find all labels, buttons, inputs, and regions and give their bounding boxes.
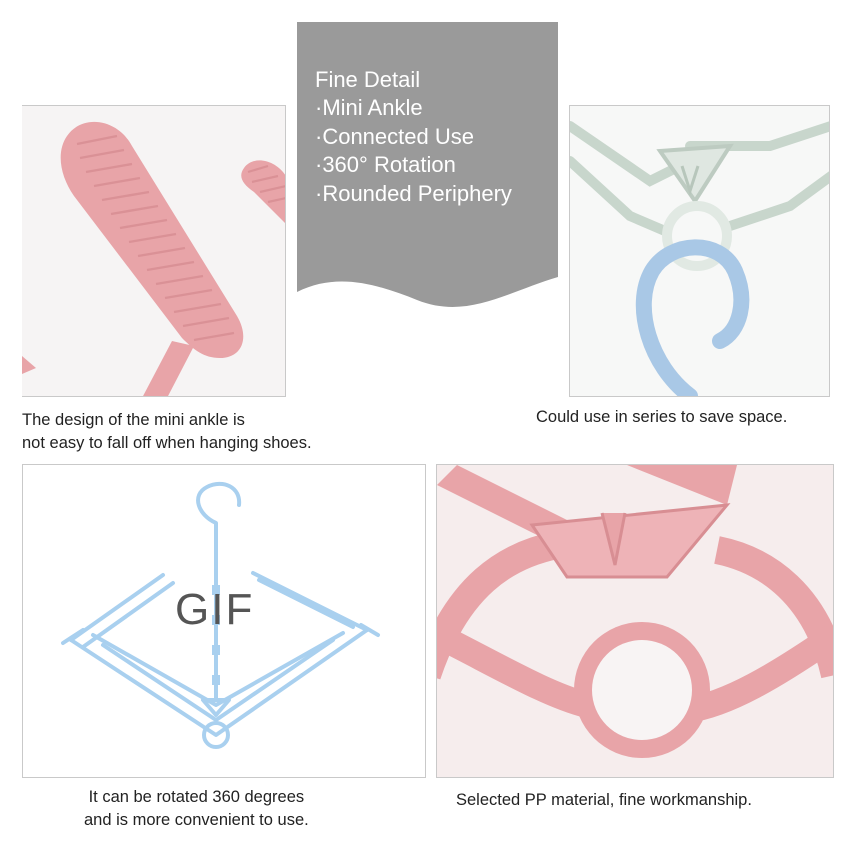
feature-item-mini-ankle: ·Mini Ankle bbox=[315, 95, 423, 120]
caption-rotation: It can be rotated 360 degrees and is mor… bbox=[84, 788, 309, 829]
rotation-animation: GIF bbox=[22, 464, 426, 778]
feature-list: ·Mini Ankle ·Connected Use ·360° Rotatio… bbox=[315, 94, 512, 208]
pp-material-photo bbox=[436, 464, 834, 778]
feature-title: Fine Detail bbox=[315, 67, 421, 92]
caption-mini-ankle: The design of the mini ankle is not easy… bbox=[22, 411, 312, 452]
mini-ankle-photo bbox=[22, 105, 286, 397]
caption-material: Selected PP material, fine workmanship. bbox=[456, 791, 752, 809]
feature-item-rotation: ·360° Rotation bbox=[315, 152, 456, 177]
gif-label: GIF bbox=[175, 585, 255, 634]
feature-item-rounded-periphery: ·Rounded Periphery bbox=[315, 180, 512, 206]
feature-item-connected-use: ·Connected Use bbox=[315, 123, 474, 149]
feature-box: Fine Detail ·Mini Ankle ·Connected Use ·… bbox=[297, 22, 558, 394]
caption-connected-use: Could use in series to save space. bbox=[536, 408, 788, 426]
connected-use-photo bbox=[569, 105, 830, 397]
